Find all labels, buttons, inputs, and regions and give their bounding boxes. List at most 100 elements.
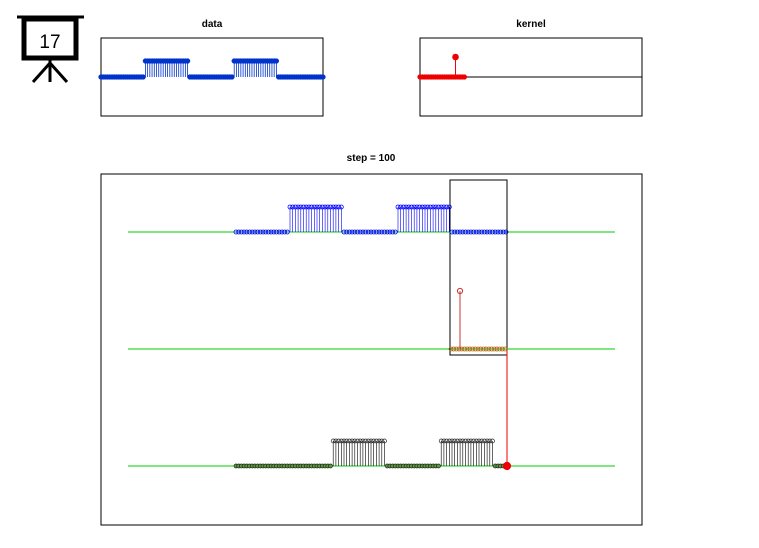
kernel-row-point — [456, 346, 462, 352]
output-row-point — [330, 438, 336, 444]
output-row-point — [355, 438, 360, 444]
data-row-point — [306, 204, 312, 210]
output-row-point — [368, 438, 374, 444]
kernel-row-point — [470, 346, 476, 352]
data-row-point — [430, 204, 436, 210]
data-row-point — [490, 229, 495, 235]
data-row-point — [427, 204, 433, 210]
data-row-point — [282, 229, 288, 235]
data-row-point — [484, 229, 490, 235]
output-row-point — [349, 438, 355, 444]
kernel-row-impulse-point — [456, 287, 464, 295]
data-row-point — [252, 229, 258, 235]
output-row-point — [482, 438, 487, 444]
data-row-point — [244, 229, 250, 235]
data-row-point — [338, 204, 344, 210]
data-row-point — [446, 204, 452, 210]
kernel-row-point — [491, 346, 497, 352]
data-row-point — [449, 229, 455, 235]
data-row-point — [406, 204, 412, 210]
kernel-impulse-point — [452, 53, 459, 61]
data-row-point — [311, 204, 317, 210]
data-row-point — [336, 204, 342, 210]
data-row-point — [414, 204, 420, 210]
data-row-point — [287, 204, 293, 210]
data-stem-plot — [98, 58, 326, 80]
kernel-row-point — [483, 346, 489, 352]
output-row-point — [468, 438, 474, 444]
output-row-point — [357, 438, 363, 444]
output-row-point — [460, 438, 466, 444]
data-row-point — [274, 229, 279, 235]
data-point — [229, 74, 235, 80]
data-row-point — [344, 229, 350, 235]
kernel-row-point — [497, 346, 503, 352]
data-row-point — [292, 204, 298, 210]
data-row-point — [398, 204, 404, 210]
data-row-point — [460, 229, 466, 235]
data-row-point — [392, 229, 398, 235]
output-row-point — [490, 438, 495, 444]
data-row-point — [309, 204, 315, 210]
output-row-point — [438, 438, 444, 444]
slide-number: 17 — [39, 32, 60, 53]
output-row-point — [341, 438, 347, 444]
data-row-point — [233, 229, 239, 235]
kernel-chart-title: kernel — [516, 19, 546, 30]
data-row-point — [290, 204, 296, 210]
kernel-row-point — [499, 346, 505, 352]
data-row-point — [325, 204, 331, 210]
data-row-point — [436, 204, 441, 210]
data-point — [184, 58, 191, 64]
presentation-easel-icon: 17 — [17, 15, 84, 84]
data-row-point — [371, 229, 377, 235]
data-row-point — [417, 204, 423, 210]
data-row-point — [301, 204, 306, 210]
output-row-point — [436, 463, 441, 469]
data-row-point — [360, 229, 366, 235]
output-row-point — [455, 438, 460, 444]
kernel-row-point — [472, 346, 478, 352]
data-row-point — [409, 204, 414, 210]
convolution-axes — [100, 173, 643, 526]
kernel-row-point — [489, 346, 494, 352]
data-row-point — [298, 204, 304, 210]
data-row-point — [263, 229, 269, 235]
data-row-point — [379, 229, 385, 235]
kernel-row-point — [451, 346, 457, 352]
output-row-point — [457, 438, 463, 444]
output-row-point — [382, 438, 387, 444]
data-row-point — [279, 229, 285, 235]
data-row-point — [319, 204, 325, 210]
sliding-window — [449, 179, 508, 356]
data-point — [273, 58, 280, 64]
data-row-point — [373, 229, 379, 235]
data-row-point — [492, 229, 498, 235]
data-chart-title: data — [202, 19, 223, 30]
kernel-row-point — [467, 346, 473, 352]
output-row-point — [449, 438, 455, 444]
kernel-row-point — [478, 346, 484, 352]
data-row-point — [384, 229, 390, 235]
output-row-point — [484, 438, 490, 444]
data-row-point — [247, 229, 252, 235]
output-row-point — [344, 438, 350, 444]
data-row-point — [382, 229, 387, 235]
data-row-point — [317, 204, 323, 210]
data-row-point — [322, 204, 328, 210]
kernel-row-point — [486, 346, 492, 352]
output-row-point — [446, 438, 452, 444]
output-row-point — [376, 438, 382, 444]
data-row-point — [346, 229, 352, 235]
data-row-point — [365, 229, 371, 235]
kernel-row-point — [494, 346, 500, 352]
data-row-point — [438, 204, 444, 210]
output-row-point — [328, 463, 333, 469]
data-row-point — [498, 229, 504, 235]
data-row-point — [468, 229, 474, 235]
kernel-row-point — [448, 346, 454, 352]
data-row-point — [387, 229, 393, 235]
kernel-point — [461, 74, 468, 80]
data-row-point — [284, 229, 290, 235]
